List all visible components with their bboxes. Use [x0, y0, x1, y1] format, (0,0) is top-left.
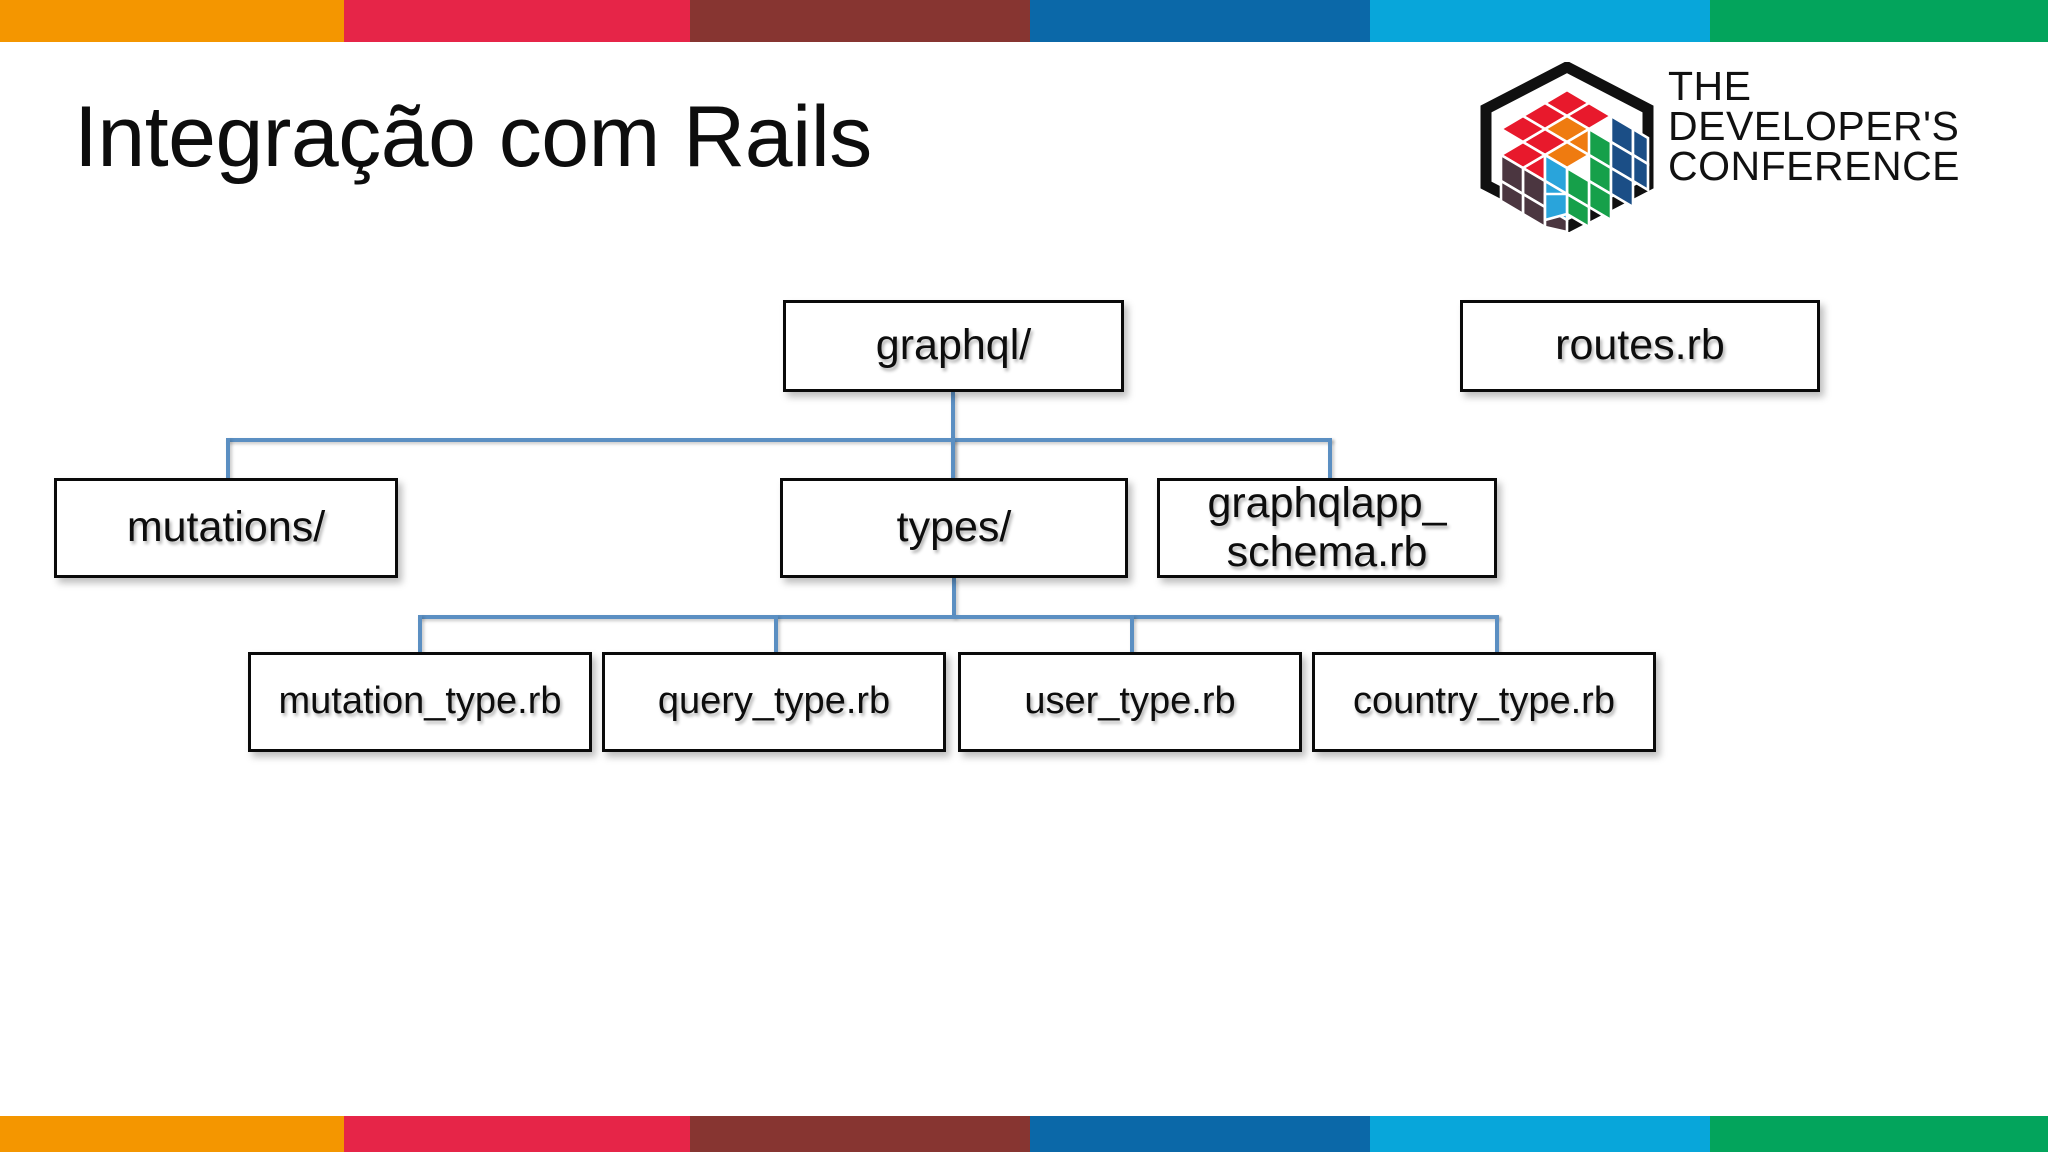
top-bar-segment-3	[690, 0, 1030, 42]
tree-node-country_type: country_type.rb	[1312, 652, 1656, 752]
tree-connector-l1-stem	[951, 392, 955, 478]
tree-connector-l1-drop-c	[1328, 438, 1332, 480]
top-bar-segment-5	[1370, 0, 1710, 42]
top-bar-segment-4	[1030, 0, 1370, 42]
tree-node-query_type: query_type.rb	[602, 652, 946, 752]
bottom-bar-segment-3	[690, 1116, 1030, 1152]
tree-node-types: types/	[780, 478, 1128, 578]
bottom-bar-segment-2	[344, 1116, 690, 1152]
tree-connector-l2-drop-c	[1130, 615, 1134, 655]
tree-node-label: types/	[896, 503, 1012, 552]
top-bar-segment-6	[1710, 0, 2048, 42]
tree-node-mutation_type: mutation_type.rb	[248, 652, 592, 752]
tree-node-label: mutations/	[126, 503, 326, 552]
tree-node-label: user_type.rb	[1024, 680, 1236, 723]
bottom-bar-segment-5	[1370, 1116, 1710, 1152]
tdc-cube-logo-icon	[1478, 60, 1656, 234]
wordmark-line-2: DEVELOPER'S	[1668, 103, 1960, 150]
top-bar-segment-1	[0, 0, 344, 42]
top-color-bar	[0, 0, 2048, 42]
bottom-bar-segment-6	[1710, 1116, 2048, 1152]
tree-node-graphql: graphql/	[783, 300, 1124, 392]
tree-node-label: graphqlapp_ schema.rb	[1207, 478, 1447, 576]
tree-connector-l2-drop-a	[418, 615, 422, 655]
tdc-wordmark: THE DEVELOPER'S CONFERENCE	[1668, 63, 1998, 190]
tree-connector-l2-drop-d	[1495, 615, 1499, 655]
tree-connector-l2-drop-b	[774, 615, 778, 655]
tree-node-label: mutation_type.rb	[278, 680, 562, 723]
bottom-color-bar	[0, 1116, 2048, 1152]
top-bar-segment-2	[344, 0, 690, 42]
tree-node-label: query_type.rb	[657, 680, 891, 723]
page-title: Integração com Rails	[74, 89, 872, 185]
tree-node-mutations: mutations/	[54, 478, 398, 578]
tree-node-graphqlapp_schema: graphqlapp_ schema.rb	[1157, 478, 1497, 578]
wordmark-line-1: THE	[1668, 63, 1752, 109]
tree-connector-l1-drop-b	[951, 438, 955, 480]
tree-node-user_type: user_type.rb	[958, 652, 1302, 752]
tree-connector-l2-stem	[952, 578, 956, 618]
tree-connector-l1-bus	[226, 438, 1332, 442]
tree-node-label: graphql/	[875, 321, 1032, 370]
bottom-bar-segment-1	[0, 1116, 344, 1152]
tdc-logo: THE DEVELOPER'S CONFERENCE	[1478, 60, 1998, 234]
wordmark-line-3: CONFERENCE	[1668, 143, 1961, 190]
tree-node-label: routes.rb	[1555, 321, 1725, 370]
tree-connector-l1-drop-a	[226, 438, 230, 480]
tree-node-label: country_type.rb	[1353, 680, 1615, 723]
tree-connector-l2-bus	[418, 615, 1499, 619]
tree-node-routes: routes.rb	[1460, 300, 1820, 392]
bottom-bar-segment-4	[1030, 1116, 1370, 1152]
